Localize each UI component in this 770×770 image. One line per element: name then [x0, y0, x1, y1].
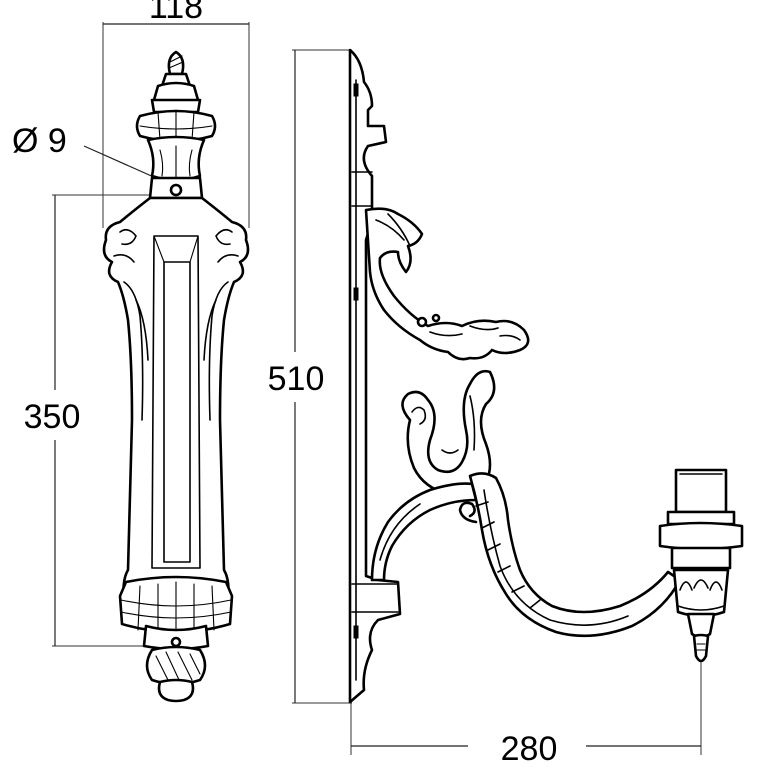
dimension-280: 280 [350, 640, 702, 768]
dimension-350-label: 350 [24, 398, 81, 436]
dimension-510-label: 510 [268, 360, 325, 398]
dimension-diameter-label: Ø 9 [12, 122, 67, 160]
dimension-280-label: 280 [501, 730, 558, 768]
dimension-350: 350 [24, 194, 160, 647]
side-view [348, 48, 744, 704]
front-view [102, 50, 250, 703]
dimension-118-label: 118 [149, 0, 203, 26]
dimension-510: 510 [268, 49, 352, 704]
dimension-118: 118 [102, 0, 250, 228]
dimension-diameter: Ø 9 [12, 122, 175, 187]
